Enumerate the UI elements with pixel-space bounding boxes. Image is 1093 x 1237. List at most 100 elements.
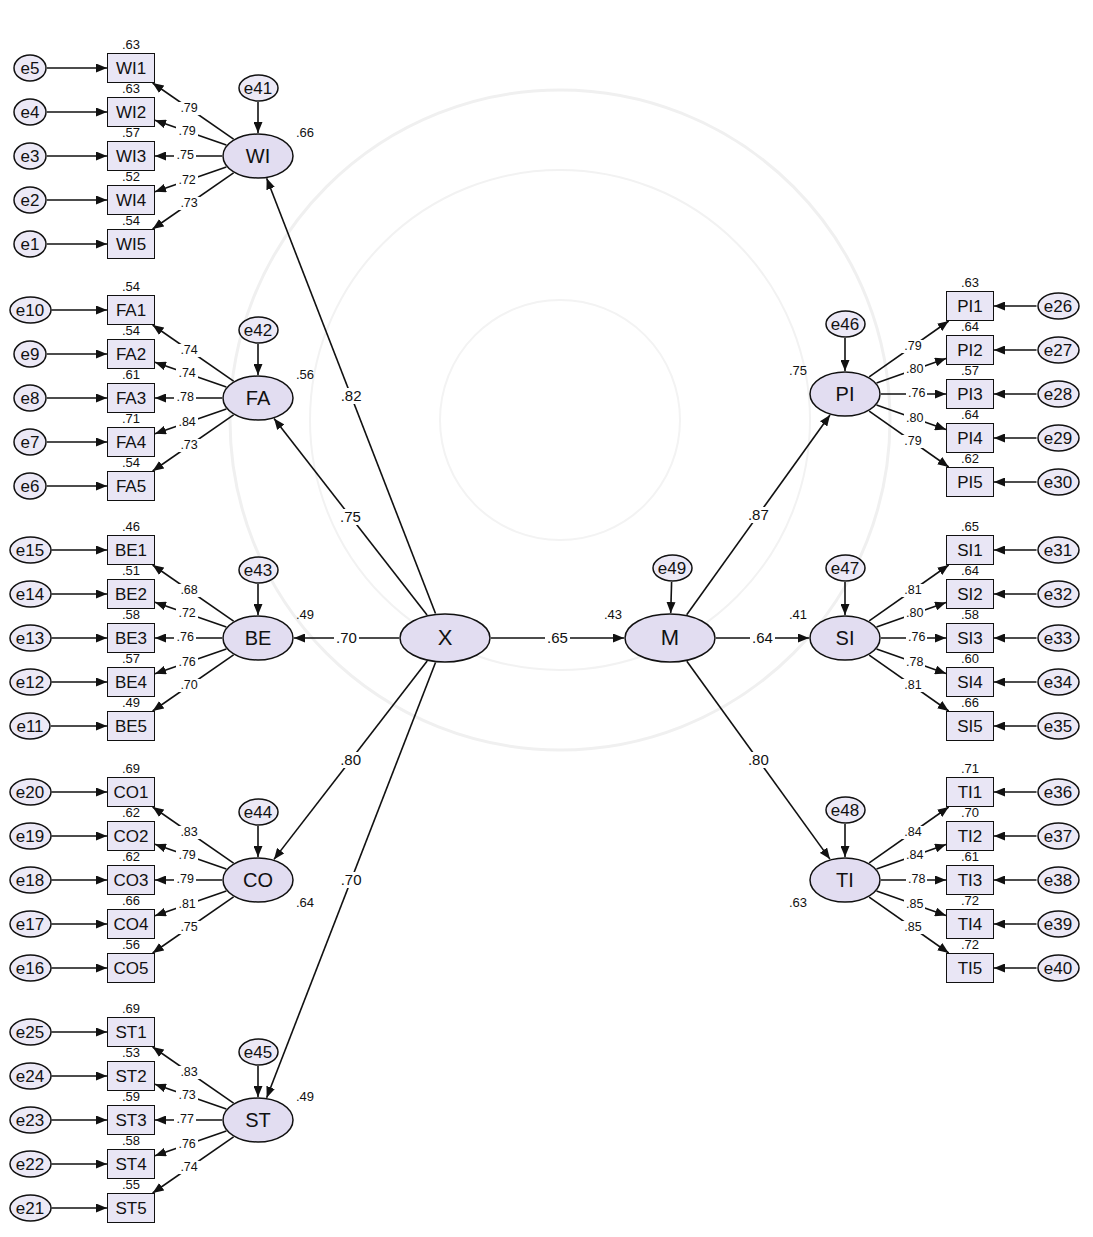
r-squared: .56	[122, 938, 140, 952]
variable-name: CO1	[114, 784, 149, 801]
observed-variable: BE3	[107, 623, 155, 653]
path-arrow	[274, 661, 427, 859]
ellipse-shape	[239, 799, 278, 825]
factor-loading: .73	[176, 1089, 197, 1102]
r-squared: .58	[122, 1134, 140, 1148]
variable-name: e25	[16, 1024, 44, 1041]
ellipse-shape	[400, 614, 490, 662]
r-squared: .54	[122, 214, 140, 228]
path-arrow	[155, 1131, 226, 1156]
r-squared: .57	[122, 126, 140, 140]
error-term: e5	[13, 54, 47, 82]
r-squared: .54	[122, 280, 140, 294]
path-arrow	[877, 405, 946, 429]
observed-variable: FA5	[107, 471, 155, 501]
path-arrow	[869, 807, 949, 863]
variable-name: ST4	[115, 1156, 146, 1173]
variable-name: SI2	[957, 586, 983, 603]
path-coefficient: .75	[338, 509, 363, 525]
variable-name: BE2	[115, 586, 147, 603]
variable-name: e5	[21, 60, 40, 77]
observed-variable: ST3	[107, 1105, 155, 1135]
observed-variable: SI3	[946, 623, 994, 653]
variable-name: PI	[836, 384, 855, 404]
variable-name: PI2	[957, 342, 983, 359]
path-arrow	[877, 358, 946, 382]
path-arrow	[155, 891, 226, 916]
variable-name: e22	[16, 1156, 44, 1173]
factor-loading: .80	[904, 412, 925, 425]
factor-loading: .76	[176, 1138, 197, 1151]
variable-name: BE	[245, 628, 272, 648]
path-arrow	[155, 844, 226, 869]
ellipse-shape	[826, 555, 865, 581]
error-term: e12	[9, 668, 52, 696]
ellipse-shape	[10, 669, 51, 695]
ellipse-shape	[10, 713, 50, 739]
r-squared: .62	[961, 452, 979, 466]
path-arrow	[877, 602, 946, 626]
path-arrow	[687, 661, 830, 859]
path-arrow	[994, 637, 1037, 639]
path-arrow	[994, 923, 1037, 925]
r-squared: .66	[296, 126, 314, 140]
variable-name: e21	[16, 1200, 44, 1217]
ellipse-shape	[810, 616, 880, 660]
factor-loading: .72	[176, 174, 197, 187]
error-term: e26	[1037, 292, 1080, 320]
variable-name: FA3	[116, 390, 146, 407]
factor-loading: .79	[902, 435, 923, 448]
path-arrow	[153, 1137, 234, 1193]
path-arrow	[52, 681, 108, 683]
r-squared: .66	[961, 696, 979, 710]
factor-loading: .80	[904, 363, 925, 376]
ellipse-shape	[10, 1019, 51, 1045]
path-arrow	[877, 891, 946, 915]
path-coefficient: .82	[339, 388, 364, 404]
variable-name: e29	[1044, 430, 1072, 447]
r-squared: .61	[122, 368, 140, 382]
observed-variable: TI1	[946, 777, 994, 807]
error-term: e39	[1037, 910, 1080, 938]
path-arrow	[47, 67, 107, 69]
error-term: e36	[1037, 778, 1080, 806]
variable-name: BE1	[115, 542, 147, 559]
r-squared: .49	[296, 1090, 314, 1104]
r-squared: .54	[122, 456, 140, 470]
path-arrow	[52, 967, 108, 969]
factor-loading: .81	[176, 898, 197, 911]
variable-name: e31	[1044, 542, 1072, 559]
variable-name: e20	[16, 784, 44, 801]
factor-loading: .75	[174, 149, 195, 162]
ellipse-shape	[1038, 713, 1079, 739]
factor-loading: .76	[176, 656, 197, 669]
ellipse-shape	[223, 858, 293, 902]
variable-name: e7	[21, 434, 40, 451]
latent-variable: SI	[809, 615, 881, 661]
variable-name: e23	[16, 1112, 44, 1129]
error-term: e10	[9, 296, 52, 324]
r-squared: .63	[789, 896, 807, 910]
error-term: e32	[1037, 580, 1080, 608]
path-arrow	[155, 120, 226, 145]
ellipse-shape	[10, 779, 51, 805]
r-squared: .64	[961, 408, 979, 422]
observed-variable: PI3	[946, 379, 994, 409]
path-arrow	[52, 1163, 108, 1165]
variable-name: e34	[1044, 674, 1072, 691]
latent-variable: TI	[809, 857, 881, 903]
ellipse-shape	[239, 1039, 278, 1065]
variable-name: CO2	[114, 828, 149, 845]
variable-name: e41	[244, 80, 272, 97]
path-coefficient: .70	[334, 630, 359, 646]
ellipse-shape	[10, 1107, 51, 1133]
latent-variable: M	[624, 613, 716, 663]
variable-name: PI5	[957, 474, 983, 491]
factor-loading: .70	[178, 679, 199, 692]
path-arrow	[52, 637, 108, 639]
factor-loading: .74	[178, 1161, 199, 1174]
error-term: e31	[1037, 536, 1080, 564]
path-arrow	[994, 305, 1037, 307]
ellipse-shape	[10, 297, 51, 323]
